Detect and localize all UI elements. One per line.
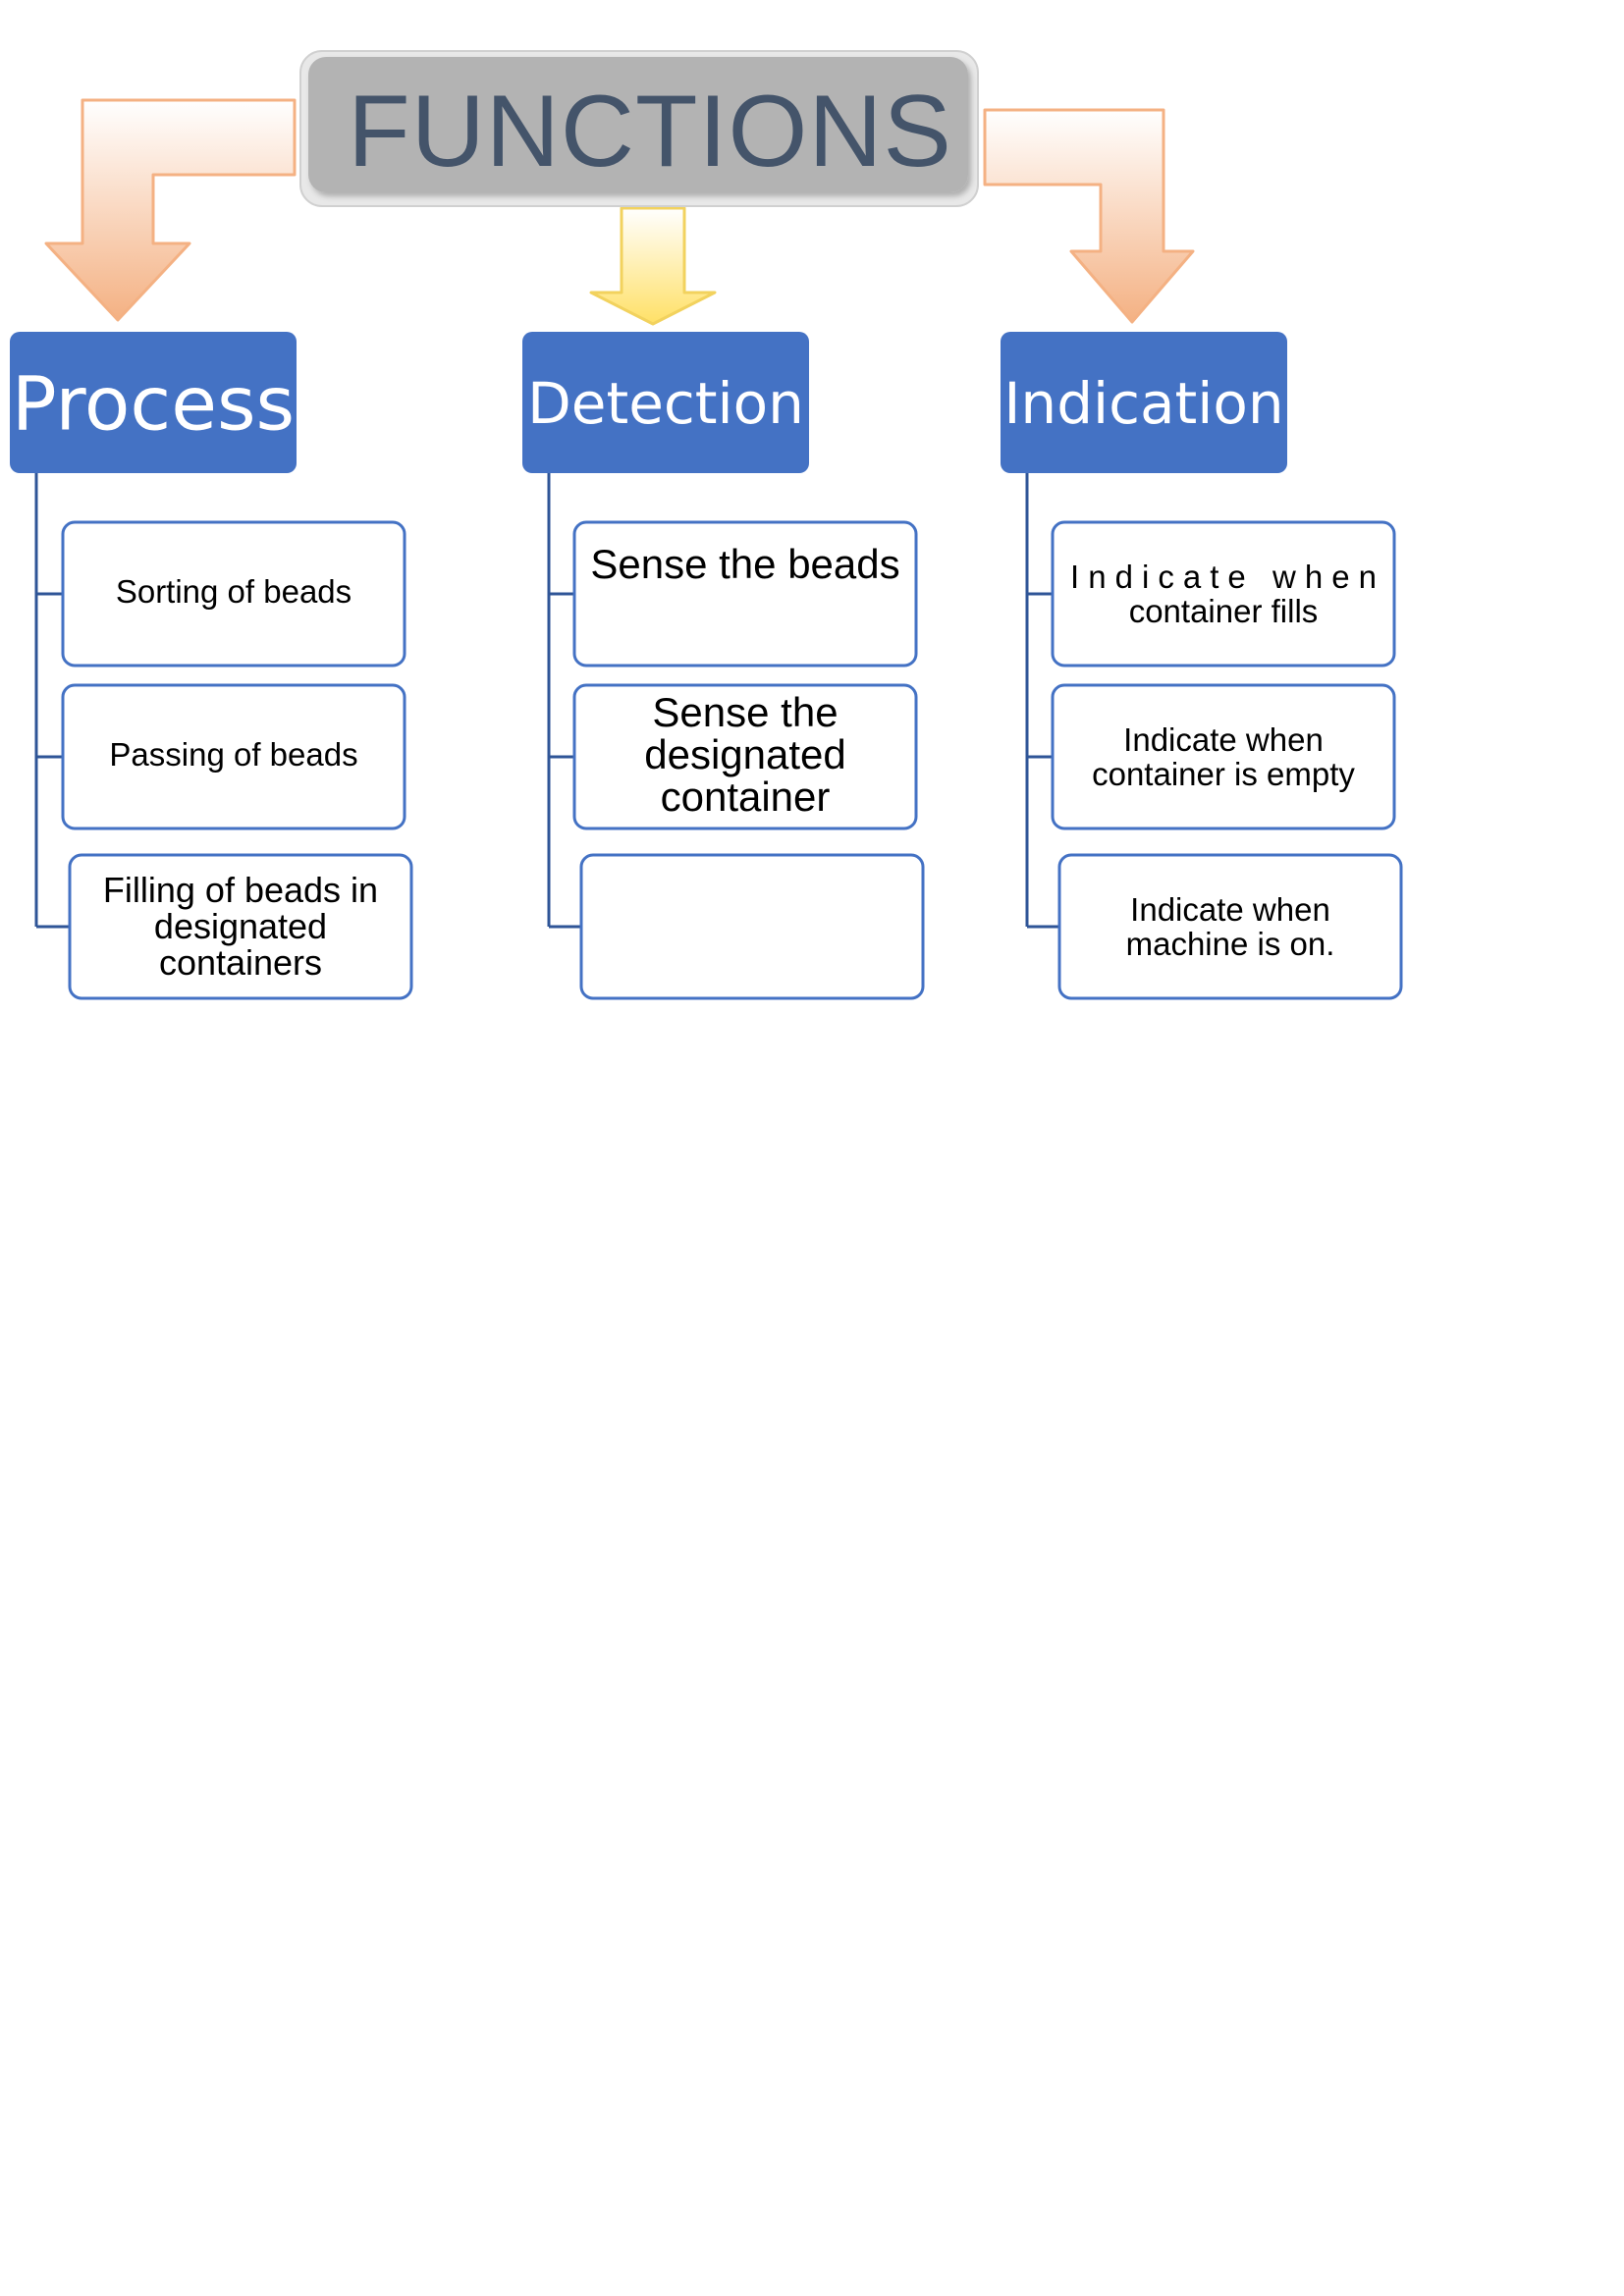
function-node-text: container is empty	[1092, 756, 1355, 792]
function-node-box	[61, 683, 406, 830]
center-down-arrow-icon	[589, 206, 717, 326]
category-label: Indication	[1003, 370, 1283, 437]
category-label: Process	[12, 359, 295, 447]
function-node-box	[1057, 853, 1403, 1000]
function-node-text: containers	[159, 942, 322, 983]
function-node-box	[68, 853, 413, 1000]
category-header-box	[10, 332, 297, 473]
function-node-box	[61, 520, 406, 667]
function-node-text: Filling of beads in	[103, 870, 378, 910]
function-node-text: designated	[154, 906, 327, 946]
category-header-box	[522, 332, 809, 473]
function-node-text: machine is on.	[1126, 926, 1335, 962]
left-bent-arrow-icon	[44, 98, 297, 322]
right-bent-arrow-icon	[983, 108, 1195, 324]
function-node-text: Sorting of beads	[116, 573, 352, 610]
function-node-box	[572, 520, 918, 667]
function-node-text: container fills	[1129, 593, 1319, 629]
function-node-text: Sense the beads	[590, 541, 899, 587]
category-header-box	[1001, 332, 1287, 473]
function-node-text: Sense the	[652, 689, 838, 735]
function-node-box	[1051, 683, 1396, 830]
category-label: Detection	[527, 370, 804, 437]
function-node-box	[1051, 520, 1396, 667]
function-node-text: Indicate when	[1123, 721, 1324, 758]
page-title: FUNCTIONS	[348, 75, 952, 188]
function-node-box	[579, 853, 925, 1000]
title-box: FUNCTIONS	[299, 50, 979, 207]
function-node-text: Passing of beads	[109, 736, 357, 773]
function-node-text: container	[661, 774, 831, 820]
function-node-text: designated	[644, 731, 846, 777]
function-node-box	[572, 683, 918, 830]
function-node-text: Indicate when	[1130, 891, 1330, 928]
